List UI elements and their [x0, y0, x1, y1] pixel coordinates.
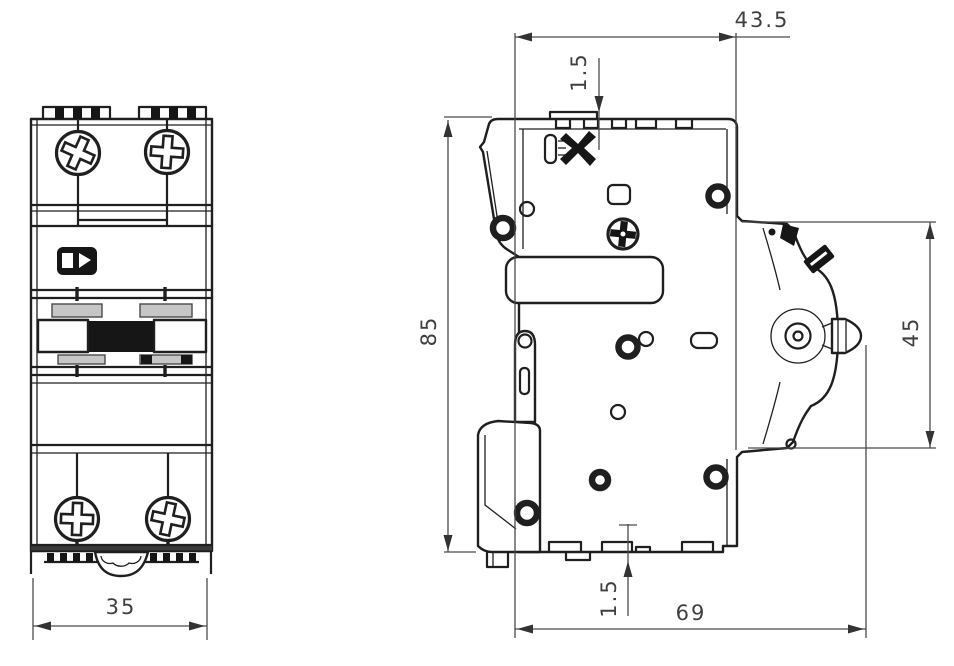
dim-label-69: 69 — [676, 601, 707, 625]
dim-label-35: 35 — [106, 595, 137, 619]
dim-side-depth: 69 — [515, 345, 867, 638]
side-internal-details — [489, 183, 731, 492]
terminal-screw-head — [803, 244, 835, 274]
side-slot — [504, 255, 665, 305]
dim-side-top-width: 43.5 — [514, 8, 790, 638]
toggle-handle — [89, 321, 153, 352]
dim-label-bottom-1-5: 1.5 — [597, 578, 621, 617]
front-top-screws — [54, 119, 191, 226]
dim-label-85: 85 — [417, 316, 441, 347]
clip-stem — [513, 329, 537, 424]
side-top-edge — [548, 110, 694, 130]
dim-side-mount-height: 45 — [742, 221, 936, 449]
front-top-tabs — [41, 105, 208, 119]
dim-label-43-5: 43.5 — [735, 8, 790, 32]
front-view — [29, 105, 214, 578]
toggle-area — [36, 303, 208, 365]
dimension-annotations: 43.5 1.5 85 45 — [32, 8, 936, 640]
side-din-clip — [476, 419, 542, 569]
trip-indicator-window — [57, 247, 97, 275]
dim-label-45: 45 — [899, 317, 923, 348]
side-view — [476, 110, 863, 569]
front-din-clip — [93, 550, 150, 578]
dim-side-top-lip: 1.5 — [567, 52, 604, 150]
dim-side-height: 85 — [417, 116, 492, 553]
top-lip — [548, 110, 599, 119]
front-bottom-rail — [29, 543, 213, 578]
front-bottom-screws — [53, 453, 192, 552]
side-bottom-teeth — [547, 540, 715, 562]
rear-terminal — [768, 224, 863, 450]
dim-label-top-1-5: 1.5 — [567, 52, 591, 91]
top-clip-detail — [543, 131, 596, 166]
dim-side-bottom-lip: 1.5 — [597, 524, 637, 618]
dim-front-width: 35 — [32, 578, 208, 640]
